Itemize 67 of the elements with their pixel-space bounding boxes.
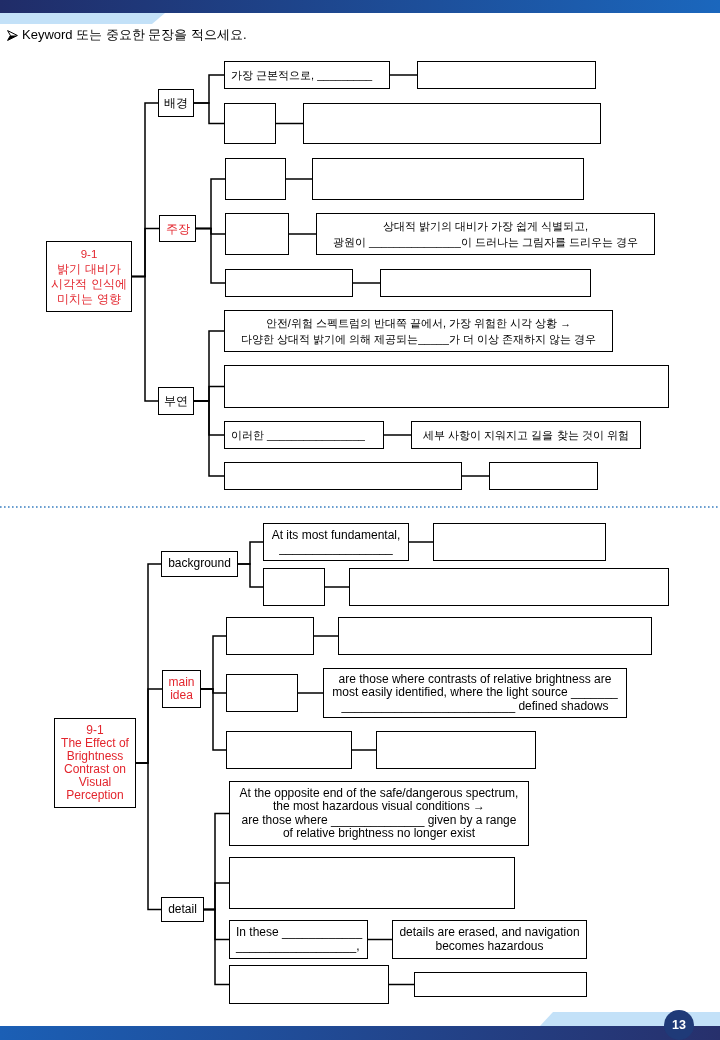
- category-box: detail: [161, 897, 204, 922]
- connector-line: [195, 227, 226, 284]
- text-box: 세부 사항이 지워지고 길을 찾는 것이 위험: [411, 421, 641, 449]
- connector-line: [275, 122, 304, 125]
- connector-line: [367, 938, 393, 941]
- connector-line: [324, 586, 350, 588]
- connector-line: [131, 275, 159, 402]
- answer-box: [225, 158, 286, 200]
- category-box: main idea: [162, 670, 201, 708]
- title-text: 밝기 대비가 시각적 인식에 미치는 영향: [51, 261, 127, 307]
- answer-box: [226, 617, 314, 655]
- category-box: 부연: [158, 387, 194, 415]
- answer-box: [226, 674, 298, 712]
- category-box: 주장: [159, 215, 196, 242]
- text-box: 상대적 밝기의 대비가 가장 쉽게 식별되고, 광원이 _______________이 드러나는 그림자를 드리우는 경우: [316, 213, 655, 255]
- answer-box: [224, 365, 669, 408]
- answer-box: [489, 462, 598, 490]
- connector-line: [193, 400, 225, 477]
- connector-line: [297, 692, 324, 694]
- answer-box: [224, 103, 276, 144]
- connector-line: [203, 908, 230, 986]
- category-box: 배경: [158, 89, 194, 117]
- answer-box: [376, 731, 536, 769]
- connector-line: [388, 983, 415, 986]
- connector-line: [389, 74, 418, 76]
- answer-box: [229, 965, 389, 1004]
- connector-line: [461, 475, 490, 477]
- answer-box: [414, 972, 587, 997]
- connector-line: [200, 688, 227, 751]
- text-box: details are erased, and navigation becomes hazardous: [392, 920, 587, 959]
- answer-box: [417, 61, 596, 89]
- connector-line: [408, 541, 434, 543]
- answer-box: [433, 523, 606, 561]
- connector-line: [193, 102, 225, 125]
- connector-line: [288, 233, 317, 235]
- connector-line: [383, 434, 412, 436]
- answer-box: [263, 568, 325, 606]
- instruction-text: Keyword 또는 중요한 문장을 적으세요.: [22, 26, 247, 44]
- answer-box: [338, 617, 652, 655]
- text-box: 안전/위험 스펙트럼의 반대쪽 끝에서, 가장 위험한 시각 상황 → 다양한 상대적 밝기에 의해 제공되는_____가 더 이상 존재하지 않는 경우: [224, 310, 613, 352]
- answer-box: [224, 462, 462, 490]
- answer-box: [225, 269, 353, 297]
- connector-line: [313, 635, 339, 637]
- title-box: [46, 241, 132, 312]
- answer-box: [312, 158, 584, 200]
- connector-line: [285, 178, 313, 180]
- text-box: 이러한 ________________: [224, 421, 384, 449]
- answer-box: [303, 103, 601, 144]
- answer-box: [225, 213, 289, 255]
- connector-line: [352, 282, 381, 284]
- connector-line: [135, 762, 162, 911]
- title-box: [54, 718, 136, 808]
- text-box: In these ____________ __________________,: [229, 920, 368, 959]
- answer-box: [226, 731, 352, 769]
- text-box: At the opposite end of the safe/dangerous spectrum, the most hazardous visual conditions → are those where ______________ given by a range of relative brightness no longer exist: [229, 781, 529, 846]
- answer-box: [349, 568, 669, 606]
- category-box: background: [161, 551, 238, 577]
- text-box: At its most fundamental, _________________: [263, 523, 409, 561]
- connector-line: [237, 563, 264, 588]
- text-box: 가장 근본적으로, _________: [224, 61, 390, 89]
- answer-box: [380, 269, 591, 297]
- text-box: are those where contrasts of relative brightness are most easily identified, where the light source _______ __________________________ defined shadows: [323, 668, 627, 718]
- section-number: 9-1: [86, 724, 104, 737]
- connector-line: [351, 749, 377, 751]
- section-number: 9-1: [80, 246, 98, 262]
- title-text: The Effect of Brightness Contrast on Visual Perception: [61, 737, 129, 802]
- answer-box: [229, 857, 515, 909]
